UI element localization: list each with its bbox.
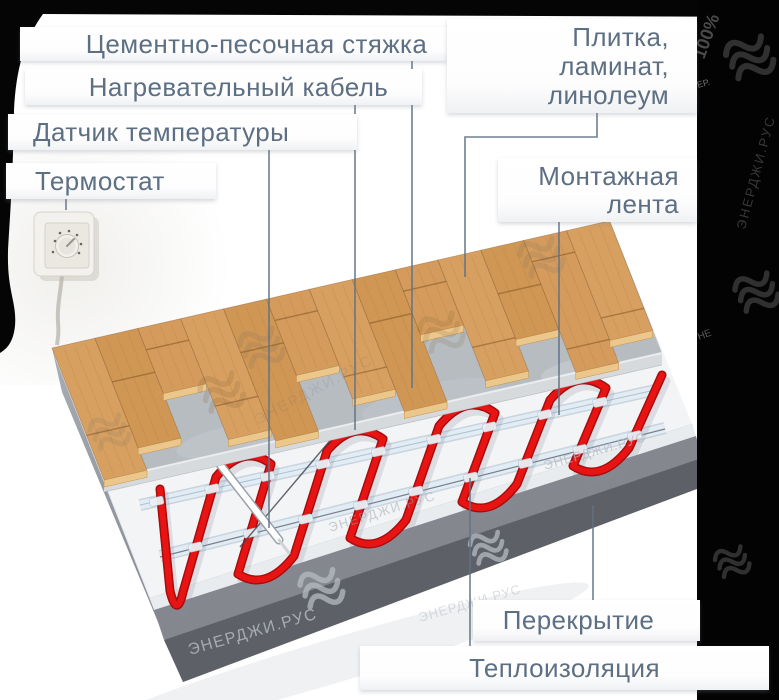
sensor-wire — [239, 436, 334, 548]
insulation-edge-left — [52, 348, 154, 610]
black-frame-right — [697, 0, 779, 700]
label-temp-sensor-text: Датчик температуры — [33, 116, 290, 147]
svg-text:НЕ: НЕ — [696, 328, 713, 343]
svg-text:ЕР.: ЕР. — [696, 77, 711, 90]
thermostat-device — [33, 211, 99, 346]
leader-floor-covering — [464, 113, 598, 277]
sensor-tip — [277, 538, 291, 555]
floor-shadow — [71, 582, 589, 700]
slab-front-darkband — [164, 458, 710, 682]
label-insulation-text: Теплоизоляция — [469, 652, 660, 683]
label-mounting-tape-line2: лента — [606, 189, 679, 219]
label-thermostat: Термостат — [6, 163, 216, 199]
thermostat-wire — [55, 275, 64, 346]
label-thermostat-text: Термостат — [35, 165, 165, 196]
label-mounting-tape: Монтажная лента — [498, 158, 697, 222]
temperature-sensor-probe — [206, 436, 334, 555]
label-floor-covering-line3: линолеум — [547, 79, 669, 110]
label-screed-text: Цементно-песочная стяжка — [85, 28, 428, 59]
label-floor-covering-line2: ламинат, — [559, 50, 669, 81]
slab-front-midband — [154, 436, 702, 640]
leader-lines — [65, 61, 598, 646]
label-slab-text: Перекрытие — [502, 605, 655, 635]
label-slab: Перекрытие — [473, 600, 700, 641]
label-insulation: Теплоизоляция — [360, 646, 769, 690]
screed-edge-face — [104, 353, 662, 492]
label-heating-cable-text: Нагревательный кабель — [88, 71, 389, 102]
label-screed: Цементно-песочная стяжка — [20, 27, 447, 61]
label-temp-sensor: Датчик температуры — [8, 114, 357, 150]
mounting-tape-clips — [148, 396, 643, 553]
label-mounting-tape-line1: Монтажная — [538, 161, 679, 191]
label-heating-cable: Нагревательный кабель — [25, 69, 422, 105]
label-floor-covering: Плитка, ламинат, линолеум — [447, 19, 697, 113]
thermostat-dial-dots — [51, 229, 83, 255]
heating-cable-shadow — [159, 376, 671, 616]
label-floor-covering-line1: Плитка, — [572, 21, 669, 52]
